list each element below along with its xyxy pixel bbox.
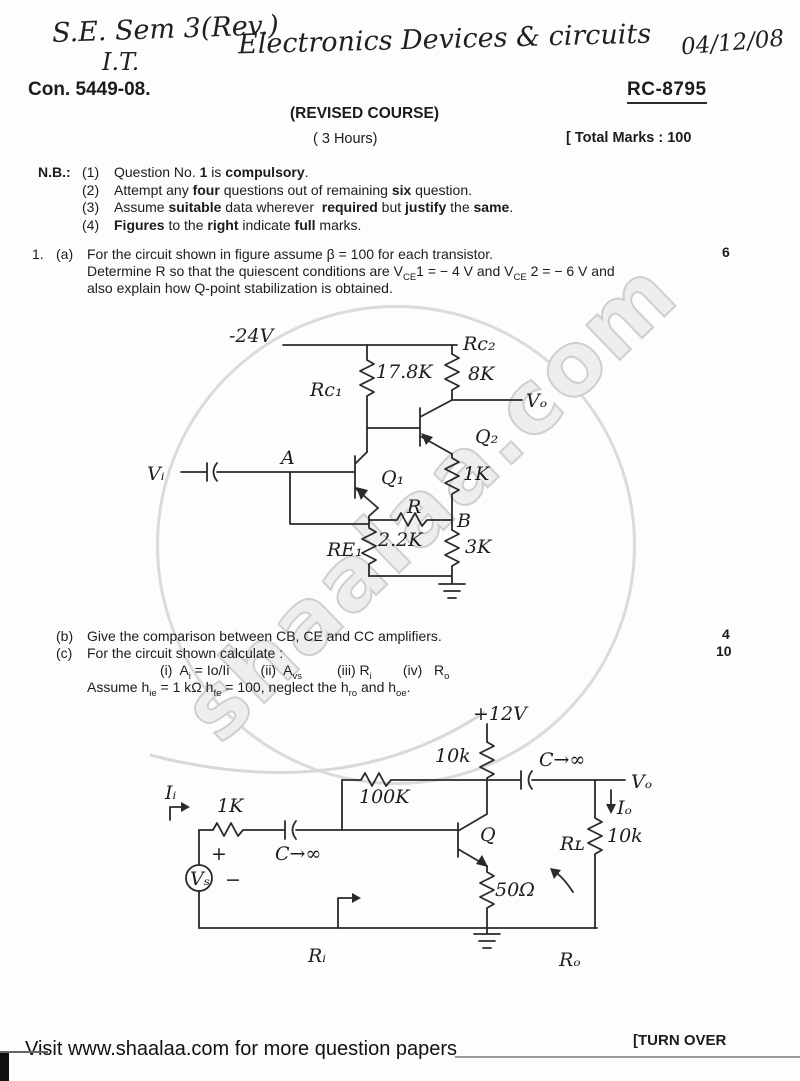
c2-cin-label: C→∞ [275, 843, 321, 865]
q1b-text: Give the comparison between CB, CE and C… [87, 628, 442, 644]
q1a-line3: also explain how Q-point stabilization i… [87, 280, 393, 296]
c2-vo-label: Vₒ [631, 771, 652, 793]
q1a-label: (a) [56, 246, 74, 262]
c1-3k-value: 3K [465, 536, 493, 558]
c2-ro-label: Rₒ [558, 949, 581, 971]
c1-node-b-label: B [456, 510, 471, 532]
paper-code: RC-8795 [627, 79, 707, 104]
c2-ii-label: Iᵢ [164, 782, 177, 804]
nb-item-1: Question No. 1 is compulsory. [114, 164, 309, 180]
turn-over-label: [TURN OVER [633, 1032, 727, 1049]
course-type: (REVISED COURSE) [290, 105, 439, 122]
nb-item-2: Attempt any four questions out of remain… [114, 182, 472, 198]
circuit1-figure: -24V Rc₁ 17.8K Rc₂ 8K Vₒ Q₂ 1K Vᵢ A [147, 325, 547, 599]
nb-item-4: Figures to the right indicate full marks… [114, 217, 362, 233]
c2-vs-label: Vₛ [190, 868, 210, 890]
q1-number: 1. [32, 246, 44, 262]
nb-item-2-num: (2) [82, 182, 100, 198]
nb-item-4-num: (4) [82, 217, 100, 233]
q1a-line2: Determine R so that the quiescent condit… [87, 263, 615, 283]
c2-ri-label: Rᵢ [307, 945, 326, 967]
total-marks: [ Total Marks : 100 [566, 130, 692, 146]
c1-rc1-label: Rc₁ [309, 379, 343, 401]
con-number: Con. 5449-08. [28, 79, 151, 100]
c1-vi-label: Vᵢ [147, 463, 165, 485]
handwritten-branch: I.T. [102, 48, 140, 76]
c1-rc2-label: Rc₂ [462, 333, 496, 355]
nb-item-3-num: (3) [82, 199, 100, 215]
c2-rs-value: 1K [217, 795, 245, 817]
c2-q-label: Q [480, 824, 496, 846]
c2-rc-value: 10k [435, 745, 471, 767]
c2-rl-value: 10k [607, 825, 643, 847]
q1c-label: (c) [56, 645, 73, 661]
circuit2-figure: +12V 10k 100K C→∞ Vₒ Iᵢ 1K C→∞ Vₛ + − [164, 703, 652, 971]
c1-supply-label: -24V [229, 325, 276, 347]
scan-line-artifact [455, 1056, 800, 1058]
scan-corner-artifact-bar [0, 1053, 9, 1081]
nb-label: N.B.: [38, 164, 71, 180]
c2-rfb-value: 100K [359, 786, 411, 808]
q1c-marks: 10 [716, 643, 732, 659]
nb-item-1-num: (1) [82, 164, 100, 180]
scan-corner-artifact-line [0, 1051, 48, 1053]
q1b-label: (b) [56, 628, 74, 644]
c1-q1-label: Q₁ [381, 467, 404, 489]
q1a-line1: For the circuit shown in figure assume β… [87, 246, 494, 262]
c1-vo-label: Vₒ [526, 390, 547, 412]
c1-re1-label: RE₁ [326, 539, 363, 561]
q1c-assume: Assume hie = 1 kΩ hfe = 100, neglect the… [87, 679, 411, 699]
q1c-items: (i) Ai = Io/Ii (ii) Avs (iii) Ri (iv) Ro [160, 662, 450, 682]
watermark-circle [156, 305, 636, 785]
c2-supply-label: +12V [473, 703, 529, 725]
q1b-marks: 4 [722, 626, 730, 642]
c1-1k-value: 1K [463, 463, 491, 485]
q1c-text: For the circuit shown calculate : [87, 645, 284, 661]
handwritten-subject: Electronics Devices & circuits [237, 18, 652, 61]
c2-plus-sign: + [211, 843, 227, 865]
c2-rl-label: Rʟ [559, 833, 585, 855]
nb-item-3: Assume suitable data wherever required b… [114, 199, 514, 215]
q1a-marks: 6 [722, 244, 730, 260]
c2-io-label: Iₒ [616, 797, 632, 819]
c1-rc1-value: 17.8K [376, 361, 434, 383]
watermark-swoosh [149, 710, 486, 774]
c1-re1-value: 2.2K [377, 529, 424, 551]
duration: ( 3 Hours) [313, 131, 378, 147]
c1-node-a-label: A [279, 447, 295, 469]
footer-visit-text: Visit www.shaalaa.com for more question … [25, 1038, 458, 1060]
c1-r-label: R [406, 496, 421, 518]
c2-re-value: 50Ω [495, 879, 535, 901]
c2-cout-label: C→∞ [539, 749, 585, 771]
handwritten-date: 04/12/08 [680, 25, 786, 61]
c1-q2-label: Q₂ [475, 426, 498, 448]
c1-rc2-value: 8K [468, 363, 496, 385]
c2-minus-sign: − [225, 869, 241, 891]
